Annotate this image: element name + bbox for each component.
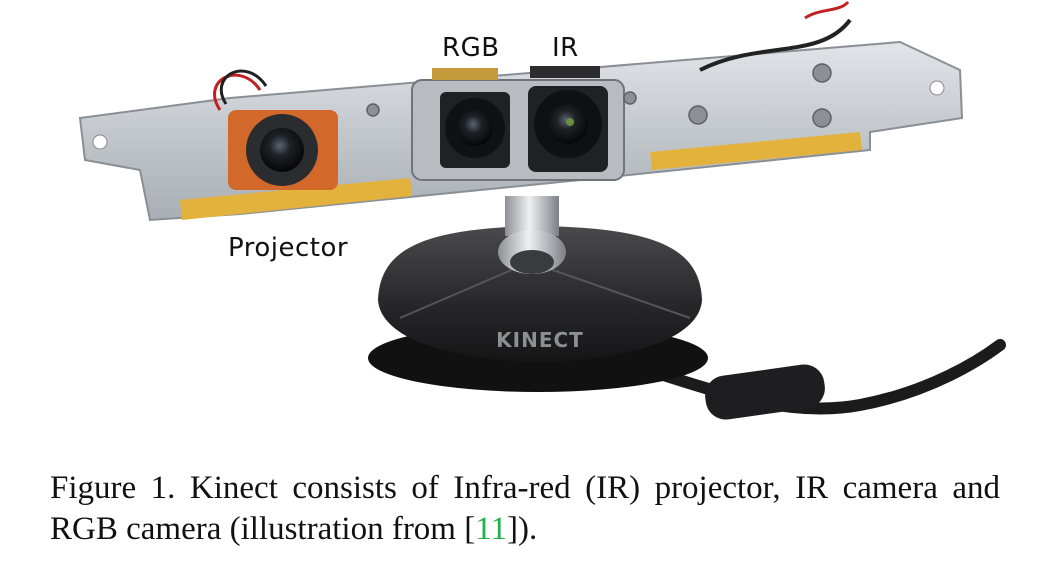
ir-label: IR [552, 33, 579, 63]
projector-label: Projector [228, 233, 349, 263]
tilt-stem [498, 196, 566, 274]
usb-cable [594, 339, 1006, 415]
rgb-camera [440, 92, 510, 168]
ir-projector [213, 69, 338, 190]
kinect-photo: KINECT [78, 0, 1006, 420]
citation-link[interactable]: 11 [475, 511, 507, 547]
wire-bundle [699, 18, 852, 72]
figure-caption: Figure 1. Kinect consists of Infra-red (… [50, 468, 1000, 550]
rgb-label: RGB [442, 33, 500, 63]
caption-text-end: ]). [507, 511, 538, 547]
ir-camera [528, 86, 608, 172]
kinect-logo-text: KINECT [496, 328, 584, 352]
caption-text: Figure 1. Kinect consists of Infra-red (… [50, 470, 1000, 547]
kinect-base: KINECT [368, 226, 708, 392]
kapton-tape-right [650, 132, 862, 170]
ferrite-bead [705, 364, 825, 420]
kapton-tape-left [180, 178, 412, 220]
screws [366, 63, 832, 128]
